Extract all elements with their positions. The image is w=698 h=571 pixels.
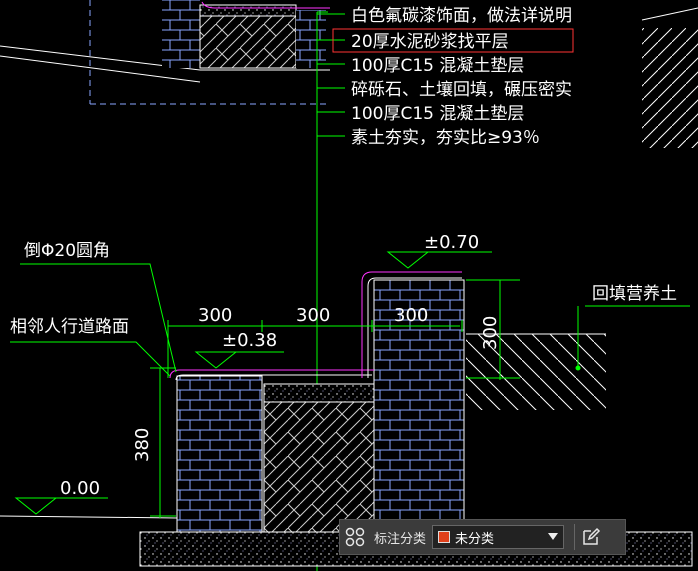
annotation-category-select[interactable]: 未分类 xyxy=(432,525,565,549)
callout-2[interactable]: 20厚水泥砂浆找平层 xyxy=(351,32,509,52)
elevation-ground[interactable]: 0.00 xyxy=(60,478,100,499)
label-sidewalk[interactable]: 相邻人行道路面 xyxy=(10,317,129,337)
selection-box[interactable] xyxy=(332,28,574,53)
dimension-300-c[interactable]: 300 xyxy=(394,305,428,326)
label-backfill[interactable]: 回填营养土 xyxy=(592,284,677,304)
top-section-detail xyxy=(0,0,698,148)
elevation-top[interactable]: ±0.70 xyxy=(424,232,479,253)
dimension-300-b[interactable]: 300 xyxy=(296,305,330,326)
category-color-swatch xyxy=(438,531,451,543)
dimension-380-vertical[interactable]: 380 xyxy=(132,428,153,462)
category-select-value: 未分类 xyxy=(455,531,495,547)
grid-four-circles-icon[interactable] xyxy=(340,520,370,554)
edit-pencil-icon[interactable] xyxy=(575,520,607,554)
annotation-toolbar: 标注分类 未分类 xyxy=(339,519,626,555)
callout-3[interactable]: 100厚C15 混凝土垫层 xyxy=(351,56,524,76)
toolbar-divider xyxy=(574,524,576,550)
label-chamfer[interactable]: 倒Φ20圆角 xyxy=(24,241,110,261)
callout-5[interactable]: 100厚C15 混凝土垫层 xyxy=(351,104,524,124)
callout-1[interactable]: 白色氟碳漆饰面，做法详说明 xyxy=(351,6,572,26)
callout-4[interactable]: 碎砾石、土壤回填，碾压密实 xyxy=(351,79,572,100)
elevation-mid[interactable]: ±0.38 xyxy=(222,330,277,351)
chevron-down-icon xyxy=(548,533,559,540)
annotation-category-label: 标注分类 xyxy=(374,531,427,547)
callout-6[interactable]: 素土夯实，夯实比≥93％ xyxy=(351,128,540,148)
dimension-300-vertical[interactable]: 300 xyxy=(480,316,501,350)
dimension-lines xyxy=(10,251,690,518)
dimension-300-a[interactable]: 300 xyxy=(198,305,232,326)
